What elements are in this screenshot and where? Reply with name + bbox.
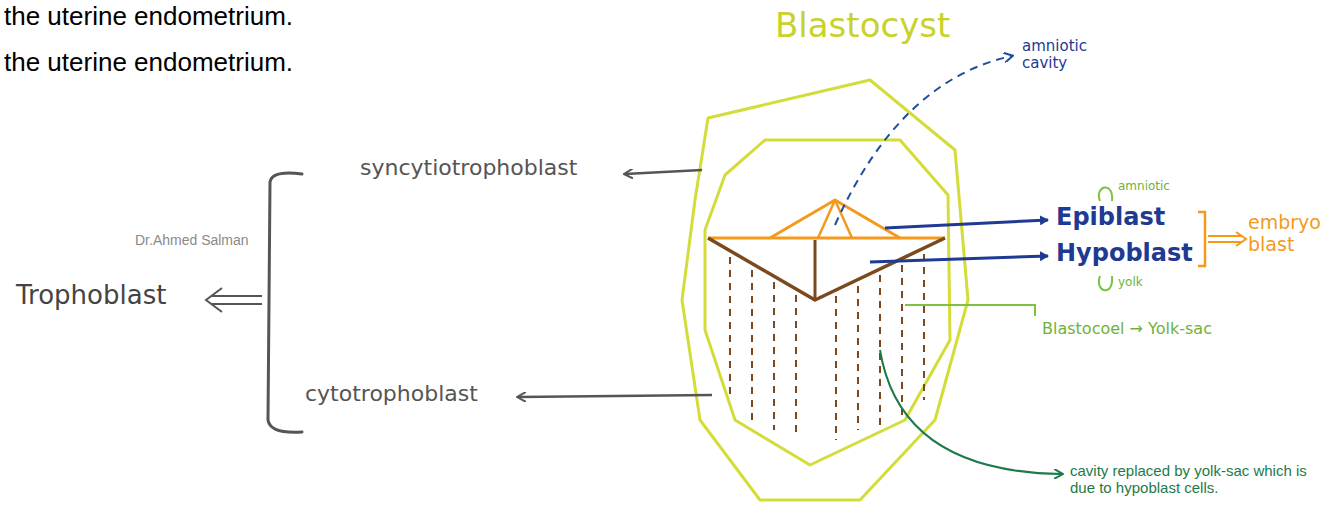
slide-text: the uterine endometrium. [4,2,293,32]
layer-label: syncytiotrophoblast [360,155,577,180]
watermark: Dr.Ahmed Salman [133,232,251,248]
note-label: Blastocoel → Yolk-sac [1042,320,1212,338]
layer-label: Epiblast [1056,204,1165,232]
diagram-title: Blastocyst [775,6,950,45]
layer-label: Hypoblast [1056,240,1193,268]
layer-label: cytotrophoblast [305,381,478,406]
cavity-label: amniotic cavity [1022,38,1112,73]
group-label: Trophoblast [16,281,166,311]
note-label: cavity replaced by yolk-sac which is due… [1070,462,1332,497]
slide-text: the uterine endometrium. [4,48,293,78]
group-label: embryo blast [1248,212,1332,256]
note-label: amniotic [1118,180,1170,194]
note-label: yolk [1118,276,1143,290]
